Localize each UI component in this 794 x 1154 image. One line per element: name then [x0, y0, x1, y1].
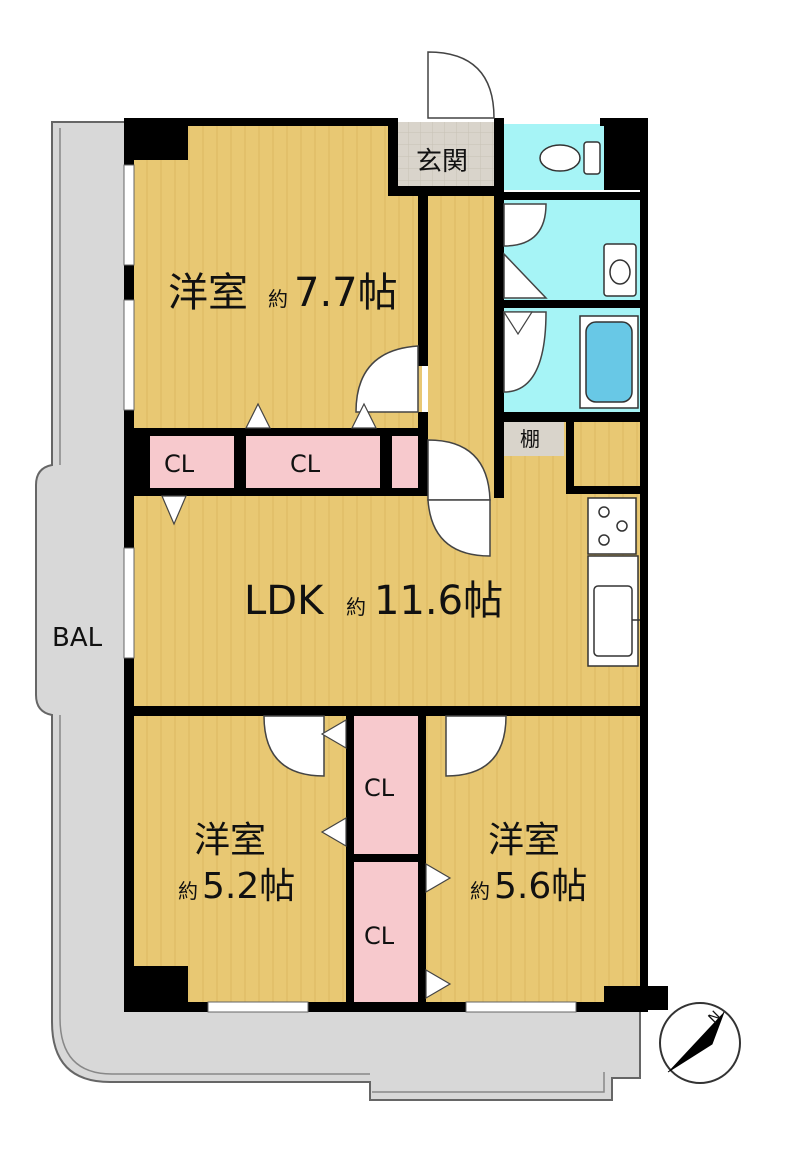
- bathtub-icon: [579, 315, 639, 409]
- room-name-western-7-7: 洋室: [168, 270, 248, 316]
- balcony-label: BAL: [52, 623, 103, 653]
- closet-door-triangles: [161, 311, 534, 1000]
- room-size-western-5-2: 5.2帖: [202, 866, 295, 907]
- room-prefix-western-5-2: 約: [178, 879, 198, 903]
- room-prefix-ldk: 約: [346, 595, 366, 619]
- shelf-label: 棚: [520, 427, 540, 451]
- doors: [263, 51, 548, 777]
- closet-label-mid-lower: CL: [364, 922, 395, 950]
- toilet-icon: [539, 141, 601, 175]
- ldk-floor: [134, 494, 640, 708]
- balcony-inner-line: [59, 128, 605, 1093]
- closet-label-mid-upper: CL: [364, 774, 395, 802]
- windows: [123, 164, 577, 1013]
- washbasin-icon: [603, 243, 637, 297]
- closet-label-wide: CL: [290, 450, 321, 478]
- room-name-western-5-6: 洋室: [488, 820, 560, 861]
- room-prefix-western-7-7: 約: [268, 287, 288, 311]
- shelf-area: [504, 422, 564, 456]
- compass-icon: N: [659, 1002, 741, 1084]
- sink-icon: [587, 555, 640, 667]
- room-size-western-5-6: 5.6帖: [494, 866, 587, 907]
- pantry-floor: [574, 426, 636, 486]
- room-size-ldk: 11.6帖: [374, 578, 503, 624]
- stove-icon: [587, 497, 637, 555]
- closet-mid-lower: [354, 862, 418, 1002]
- room-prefix-western-5-6: 約: [470, 879, 490, 903]
- room-name-western-5-2: 洋室: [194, 820, 266, 861]
- room-size-western-7-7: 7.7帖: [294, 270, 398, 316]
- balcony-area: [35, 121, 641, 1101]
- closet-label-small: CL: [164, 450, 195, 478]
- entrance-floor: [392, 122, 494, 190]
- closet-mid-upper: [354, 716, 418, 856]
- closet-narrow: [392, 436, 422, 488]
- walls: [124, 118, 668, 1012]
- entrance-label: 玄関: [416, 147, 468, 177]
- room-name-ldk: LDK: [244, 578, 325, 624]
- closet-wide: [246, 436, 380, 488]
- closet-small: [148, 436, 234, 488]
